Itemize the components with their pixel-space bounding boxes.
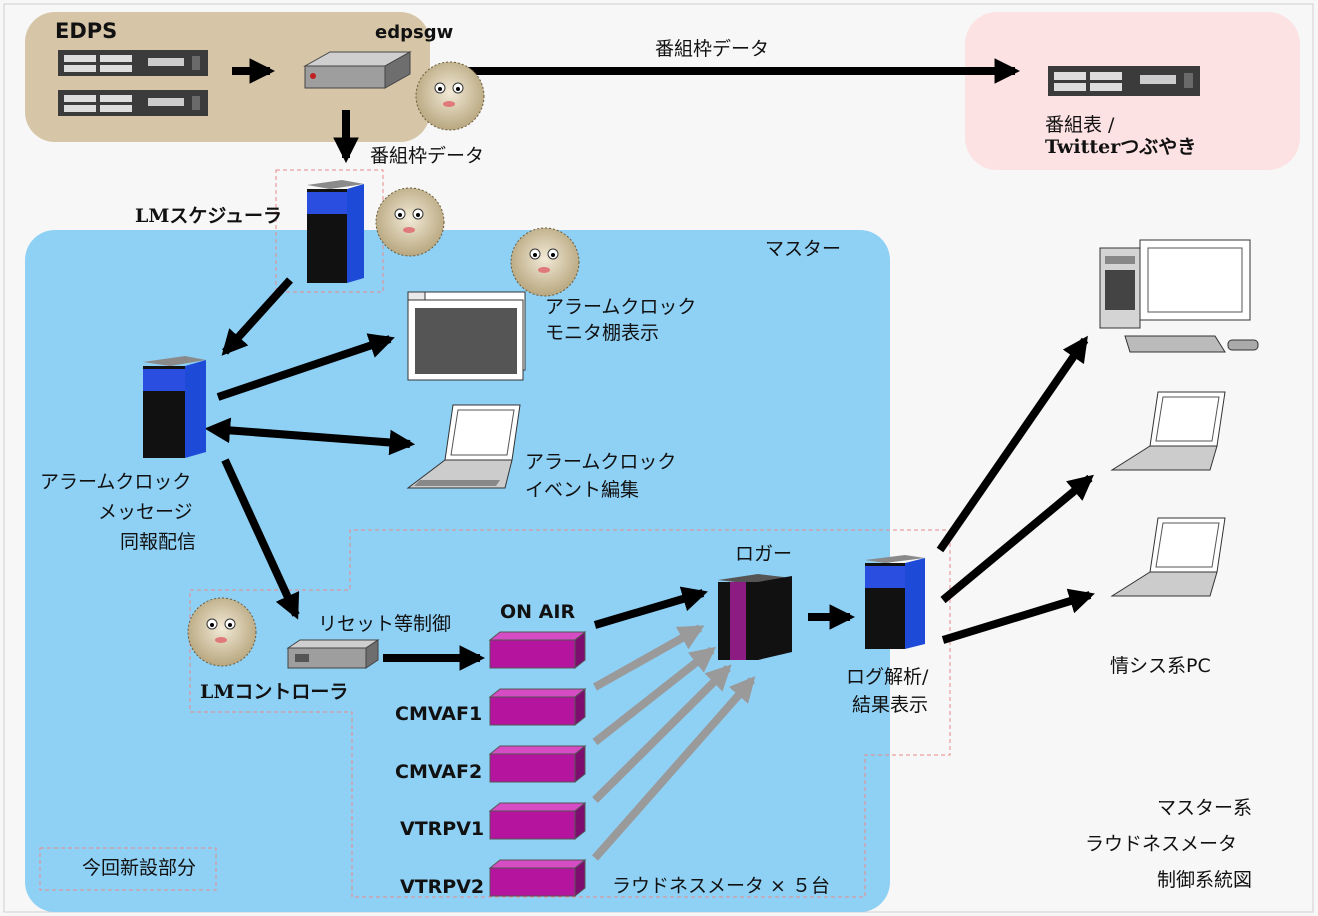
laptop-pc3-icon <box>1110 517 1226 597</box>
alarm-msg-label-line3: 同報配信 <box>120 531 196 553</box>
web-label-line2: Twitterつぶやき <box>1045 136 1196 158</box>
black-arrows <box>204 58 1095 671</box>
new-region-meter <box>189 529 951 898</box>
master-area <box>25 230 890 912</box>
pufferfish-icon-controller <box>187 597 257 667</box>
alarm-server-icon <box>143 356 206 458</box>
vtrpv1-label: VTRPV1 <box>400 818 484 840</box>
on-air-label: ON AIR <box>500 601 575 623</box>
gray-arrows <box>592 624 756 861</box>
laptop-pc2-icon <box>1110 391 1226 471</box>
loudness-meter-cmvaf1 <box>488 687 587 727</box>
arrow-analysis-to-pc2 <box>940 474 1094 604</box>
arrow-onair-to-logger <box>593 586 708 629</box>
alarm-monitor-label-line2: モニタ棚表示 <box>545 322 659 344</box>
loudness-meter-cmvaf2 <box>488 744 587 784</box>
loudness-x5-label: ラウドネスメータ × ５台 <box>612 875 830 897</box>
title-line3: 制御系統図 <box>1157 869 1252 891</box>
pufferfish-icon-gw <box>415 61 485 131</box>
loudness-meter-vtrpv2 <box>488 858 587 898</box>
log-analysis-server-icon <box>865 555 925 649</box>
loudness-meter-onair <box>488 630 587 670</box>
arrow-analysis-to-pc3 <box>941 588 1095 644</box>
alarm-event-label-line1: アラームクロック <box>525 451 676 473</box>
logger-label: ロガー <box>735 543 792 565</box>
lm-scheduler-server-icon <box>307 180 364 283</box>
alarm-msg-label-line1: アラームクロック <box>40 471 191 493</box>
arrow-vtrpv2-to-logger <box>592 676 756 861</box>
program-frame-data-top: 番組枠データ <box>655 38 769 60</box>
program-frame-data-down: 番組枠データ <box>370 145 484 167</box>
master-label: マスター <box>765 238 841 260</box>
web-server <box>1048 66 1200 96</box>
arrow-alarm-to-controller <box>221 458 300 620</box>
lm-controller-icon <box>286 639 380 669</box>
logger-icon <box>718 574 792 660</box>
info-pc-label: 情シス系PC <box>1110 655 1211 677</box>
alarm-event-label-line2: イベント編集 <box>525 479 639 501</box>
desktop-pc-icon <box>1099 239 1259 353</box>
monitor-display-icon <box>407 291 526 381</box>
edps-server-1 <box>58 50 208 76</box>
arrow-cmvaf1-to-logger <box>593 624 705 691</box>
arrow-vtrpv1-to-logger <box>592 664 732 803</box>
web-label-line1: 番組表 / <box>1045 114 1115 136</box>
pufferfish-icon-scheduler <box>375 187 445 257</box>
loudness-meter-vtrpv1 <box>488 801 587 841</box>
pufferfish-icon-monitor <box>510 227 580 297</box>
vtrpv2-label: VTRPV2 <box>400 876 484 898</box>
arrow-alarm-event-bidirectional <box>204 417 416 456</box>
lm-controller-label: LMコントローラ <box>200 681 348 703</box>
log-analysis-label-line2: 結果表示 <box>852 694 928 716</box>
edps-label: EDPS <box>55 19 117 43</box>
new-region-legend-label: 今回新設部分 <box>82 857 196 879</box>
title-line2: ラウドネスメータ <box>1085 833 1237 855</box>
cmvaf1-label: CMVAF1 <box>395 703 482 725</box>
edpsgw-label: edpsgw <box>375 22 453 43</box>
edpsgw-router <box>303 51 412 89</box>
lm-scheduler-label: LMスケジューラ <box>135 205 282 227</box>
reset-control-label: リセット等制御 <box>318 613 451 635</box>
arrow-analysis-to-pc1 <box>936 335 1089 553</box>
edps-server-2 <box>58 90 208 116</box>
arrow-scheduler-to-alarm <box>221 277 293 356</box>
arrow-alarm-to-monitor <box>216 333 395 401</box>
title-line1: マスター系 <box>1157 797 1252 819</box>
cmvaf2-label: CMVAF2 <box>395 761 482 783</box>
log-analysis-label-line1: ログ解析/ <box>846 666 929 688</box>
alarm-monitor-label-line1: アラームクロック <box>545 296 696 318</box>
laptop-event-icon <box>406 404 521 489</box>
arrow-cmvaf2-to-logger <box>592 646 717 746</box>
alarm-msg-label-line2: メッセージ <box>98 501 193 523</box>
new-region-legend-box <box>39 847 217 891</box>
